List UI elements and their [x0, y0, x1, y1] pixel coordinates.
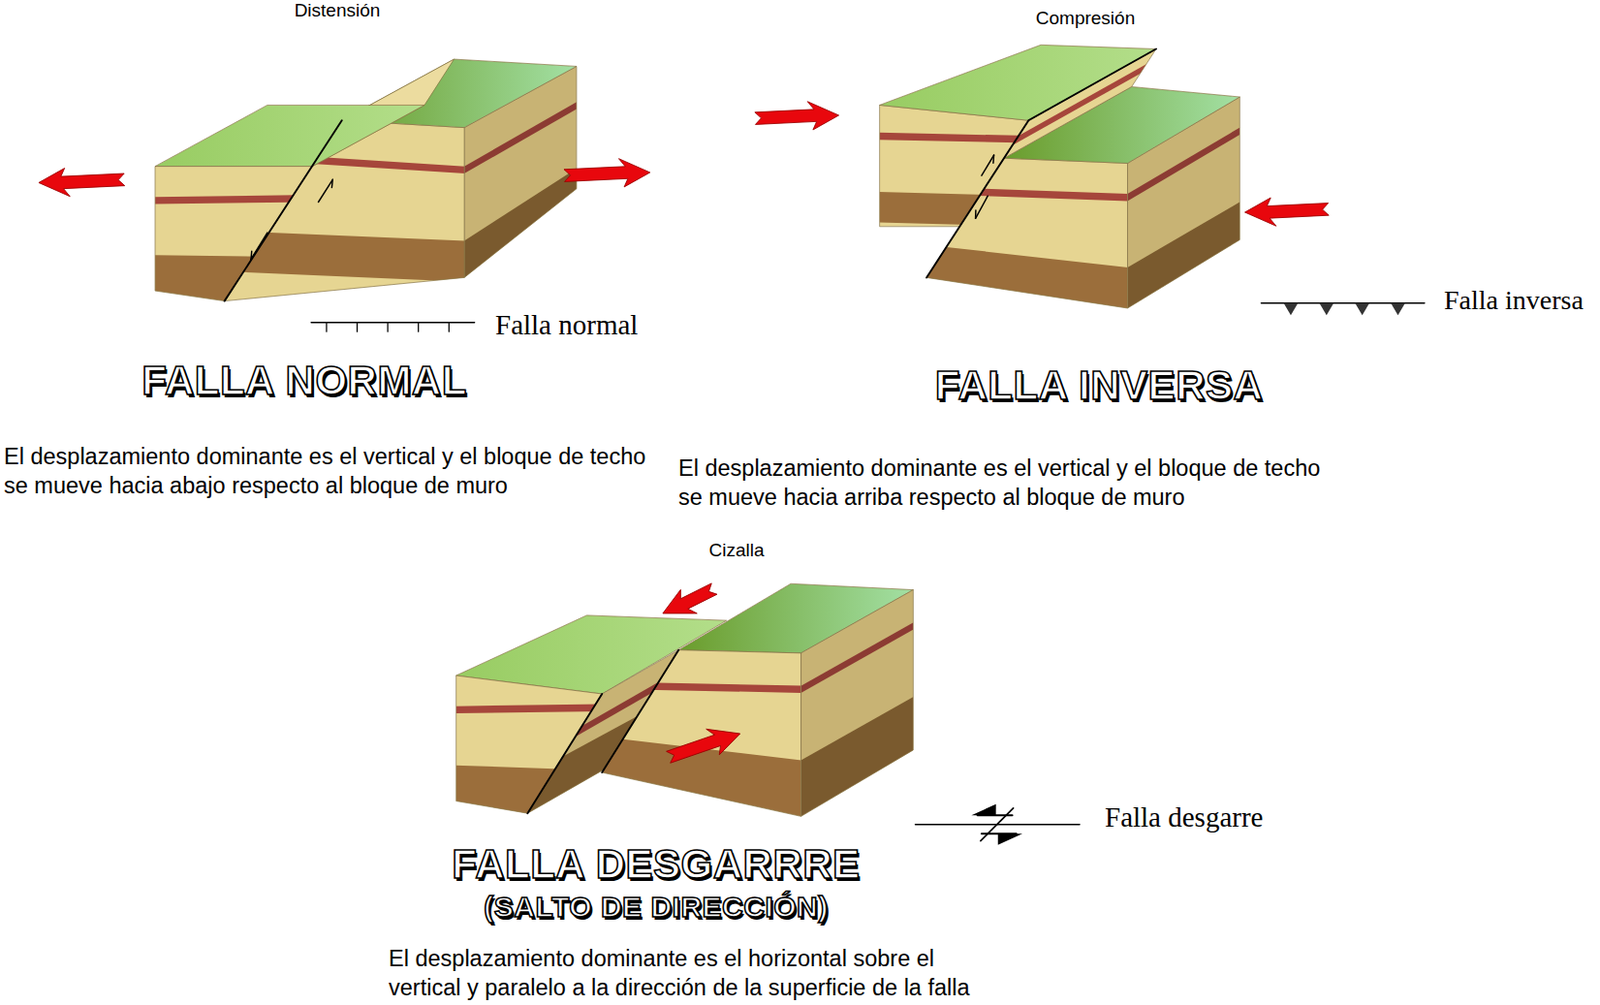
right-block-side-edge — [801, 590, 914, 817]
reverse-fault-tooth — [1390, 303, 1406, 316]
description: El desplazamiento dominante es el vertic… — [678, 454, 1336, 512]
hanging-wall-top-edge — [155, 104, 425, 166]
legend-label: Falla desgarre — [1104, 801, 1263, 834]
strike-slip-head — [971, 804, 996, 816]
hanging-wall-top — [155, 104, 425, 166]
fault-line — [224, 120, 343, 301]
motion-arrow-head — [250, 250, 252, 259]
motion-arrow-head — [331, 179, 334, 188]
rock-layer — [797, 130, 1110, 145]
motion-arrow — [318, 179, 334, 202]
legend-label: Falla inversa — [1443, 284, 1584, 316]
normal-fault-tick — [448, 322, 450, 332]
rock-layer — [73, 193, 395, 206]
force-arrow — [37, 165, 126, 199]
strike-slip-slash — [980, 808, 1014, 842]
stress-label: Distensión — [294, 0, 381, 22]
hanging-wall-front-edge — [155, 166, 313, 302]
normal-fault-tick — [356, 322, 358, 332]
legend-label: Falla normal — [495, 309, 638, 342]
motion-arrow-head — [992, 155, 995, 163]
hanging-wall-front — [73, 166, 395, 320]
right-block-front-edge — [601, 650, 801, 817]
fault-title: FALLA DESGARRRE — [451, 841, 860, 888]
fault-subtitle: (SALTO DE DIRECCIÓN) — [483, 889, 829, 924]
reverse-fault-tooth — [1318, 303, 1334, 316]
force-arrow — [753, 99, 840, 133]
fault-title: FALLA NORMAL — [141, 357, 468, 405]
hanging-wall-top-edge — [879, 44, 1157, 121]
stress-label: Cizalla — [708, 539, 764, 562]
stress-label: Compresión — [1035, 7, 1135, 30]
motion-arrow — [981, 155, 995, 176]
normal-fault-tick — [417, 322, 419, 332]
description: El desplazamiento dominante es el horizo… — [388, 944, 990, 1003]
strike-slip-head — [998, 833, 1023, 846]
right-block-side — [719, 576, 995, 879]
hanging-wall-top — [879, 44, 1157, 121]
fault-title: FALLA INVERSA — [935, 362, 1264, 409]
normal-fault-tick — [325, 322, 327, 332]
hanging-wall-top-fill — [155, 104, 425, 166]
fault-line — [527, 693, 602, 814]
motion-arrow-head — [974, 210, 977, 219]
description: El desplazamiento dominante es el vertic… — [3, 442, 661, 501]
force-arrow — [564, 156, 652, 190]
fault-line — [601, 650, 679, 773]
reverse-fault-tooth — [1284, 303, 1299, 316]
rock-layer — [845, 235, 1210, 338]
motion-arrow — [250, 232, 268, 259]
reverse-fault-tooth — [1354, 303, 1370, 316]
motion-arrow — [975, 195, 989, 219]
rock-layer — [797, 189, 1110, 229]
normal-fault-symbol — [311, 321, 474, 323]
hanging-wall-top-fill — [879, 44, 1157, 121]
rock-layer — [719, 576, 995, 740]
normal-fault-tick — [386, 322, 388, 332]
force-arrow — [657, 575, 722, 628]
fault-line — [926, 49, 1157, 279]
force-arrow — [1244, 194, 1330, 228]
force-arrow — [663, 719, 745, 771]
hanging-wall-front — [797, 104, 1110, 229]
hanging-wall-front-edge — [879, 104, 1030, 226]
